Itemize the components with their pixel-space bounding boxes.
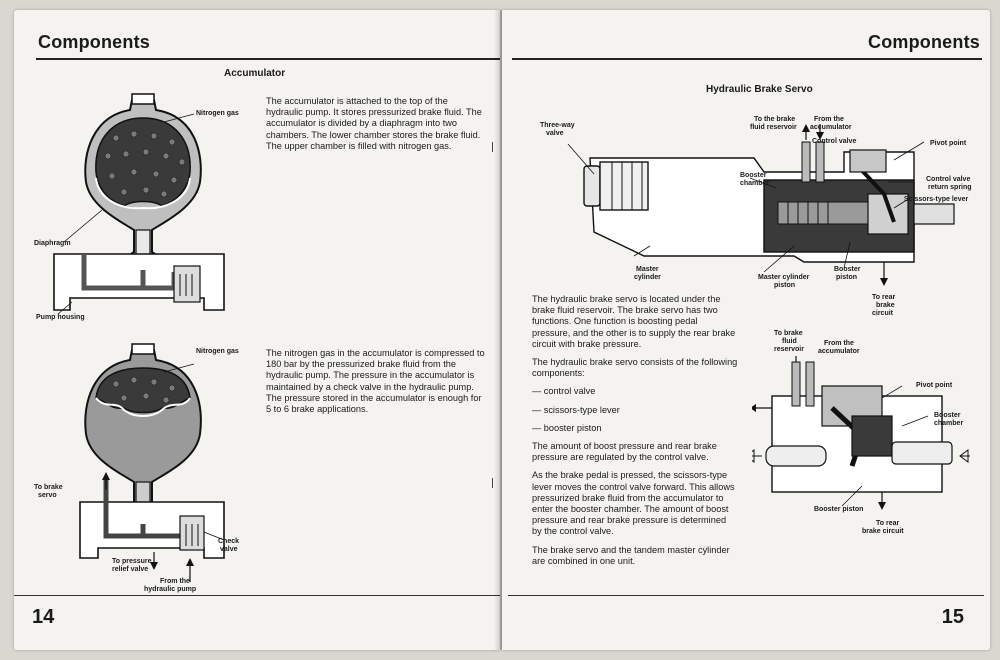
- servo-paragraph-3: The amount of boost pressure and rear br…: [532, 441, 717, 463]
- label-pump-housing: Pump housing: [36, 314, 85, 321]
- label-scissors-lever: Scissors-type lever: [904, 196, 969, 203]
- left-page-number: 14: [32, 606, 55, 628]
- label-booster-piston-top-2: piston: [836, 274, 857, 281]
- left-page: Components Accumulator: [14, 10, 500, 650]
- label-rear-circuit-top-1: To rear: [872, 294, 896, 301]
- left-top-rule: [36, 58, 500, 60]
- label-three-way-2: valve: [546, 130, 564, 137]
- binding-staple-top: [492, 142, 493, 152]
- right-bottom-rule: [508, 595, 984, 596]
- accumulator-pressure-diagram: [79, 343, 225, 582]
- label-from-acc-bottom-2: accumulator: [818, 348, 860, 355]
- label-relief-valve-2: relief valve: [112, 566, 149, 573]
- label-from-pump-1: From the: [160, 578, 190, 585]
- label-master-cylinder-1: Master: [636, 266, 659, 273]
- label-from-acc-top-1: From the: [814, 116, 844, 123]
- label-master-piston-2: piston: [774, 282, 795, 289]
- label-to-reservoir-bottom-1: To brake: [774, 330, 803, 337]
- label-relief-valve-1: To pressure: [112, 558, 152, 565]
- pressure-paragraph: The nitrogen gas in the accumulator is c…: [266, 348, 485, 415]
- label-to-brake-servo-1: To brake: [34, 484, 63, 491]
- accumulator-diagram: [53, 93, 225, 315]
- label-master-cylinder-2: cylinder: [634, 274, 661, 281]
- label-to-reservoir-top-2: fluid reservoir: [750, 124, 797, 131]
- label-pivot-point-top: Pivot point: [930, 140, 967, 147]
- servo-paragraph-1: The hydraulic brake servo is located und…: [532, 294, 736, 349]
- label-to-reservoir-top-1: To the brake: [754, 116, 796, 123]
- servo-title: Hydraulic Brake Servo: [706, 84, 813, 95]
- label-booster-chamber-bottom-2: chamber: [934, 420, 964, 427]
- accumulator-title: Accumulator: [224, 68, 286, 79]
- label-return-spring-2: return spring: [928, 184, 972, 191]
- label-check-valve-1: Check: [218, 538, 240, 545]
- label-to-reservoir-bottom-2: fluid: [782, 338, 797, 345]
- label-rear-circuit-top-2: brake: [876, 302, 895, 309]
- servo-component-1: — control valve: [532, 386, 596, 397]
- label-booster-piston-top-1: Booster: [834, 266, 861, 273]
- binding-staple-bottom: [492, 478, 493, 488]
- accumulator-paragraph: The accumulator is attached to the top o…: [266, 96, 482, 151]
- label-booster-chamber-top-2: chamber: [740, 180, 770, 187]
- label-booster-piston-bottom: Booster piston: [814, 506, 864, 513]
- servo-component-2: — scissors-type lever: [532, 404, 620, 415]
- label-return-spring-1: Control valve: [926, 176, 971, 183]
- label-rear-circuit-bottom-1: To rear: [876, 520, 900, 527]
- label-pivot-point-bottom: Pivot point: [916, 382, 953, 389]
- right-page-heading: Components: [868, 32, 980, 52]
- servo-paragraph-5: The brake servo and the tandem master cy…: [532, 544, 730, 566]
- brake-servo-diagram: [567, 124, 955, 286]
- label-from-acc-top-2: accumulator: [810, 124, 852, 131]
- label-from-pump-2: hydraulic pump: [144, 586, 197, 593]
- label-nitrogen-gas-1: Nitrogen gas: [196, 110, 239, 117]
- servo-text-column: The hydraulic brake servo is located und…: [532, 294, 738, 574]
- brake-servo-detail-diagram: [752, 356, 970, 510]
- right-top-rule: [512, 58, 982, 60]
- label-rear-circuit-top-3: circuit: [872, 310, 894, 317]
- left-bottom-rule: [14, 595, 500, 596]
- label-rear-circuit-bottom-2: brake circuit: [862, 528, 904, 535]
- right-page-number: 15: [941, 606, 964, 628]
- label-booster-chamber-top-1: Booster: [740, 172, 767, 179]
- label-nitrogen-gas-2: Nitrogen gas: [196, 348, 239, 355]
- label-to-reservoir-bottom-3: reservoir: [774, 346, 804, 353]
- label-from-acc-bottom-1: From the: [824, 340, 854, 347]
- servo-component-3: — booster piston: [532, 422, 602, 433]
- label-diaphragm: Diaphragm: [34, 240, 71, 247]
- right-page: Components Hydraulic Brake Servo: [502, 10, 990, 650]
- servo-paragraph-4: As the brake pedal is pressed, the sciss…: [532, 470, 735, 537]
- label-control-valve: Control valve: [812, 138, 857, 145]
- label-three-way-1: Three-way: [540, 122, 575, 129]
- label-master-piston-1: Master cylinder: [758, 274, 810, 281]
- servo-paragraph-2: The hydraulic brake servo consists of th…: [532, 357, 738, 379]
- label-check-valve-2: valve: [220, 546, 238, 553]
- label-booster-chamber-bottom-1: Booster: [934, 412, 961, 419]
- left-page-heading: Components: [38, 32, 150, 52]
- label-to-brake-servo-2: servo: [38, 492, 57, 499]
